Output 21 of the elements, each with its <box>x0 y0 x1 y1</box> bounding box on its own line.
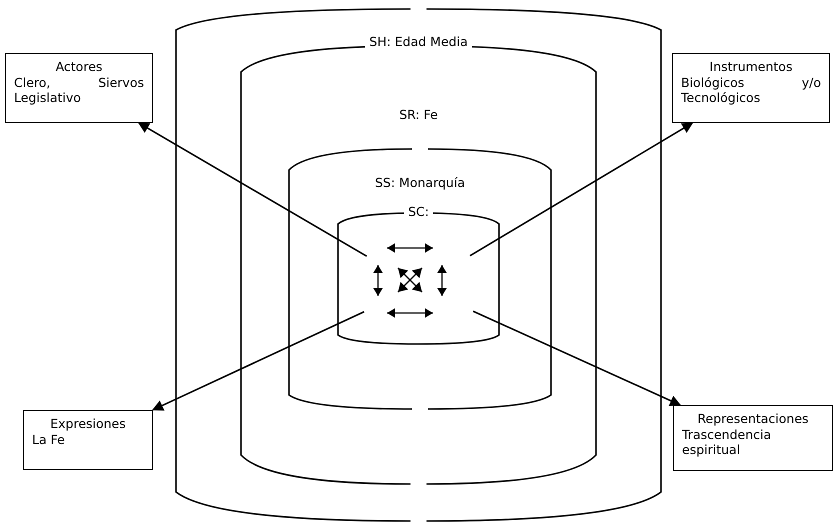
card-heading: Instrumentos <box>708 59 794 75</box>
text-card <box>5 53 153 123</box>
arrow <box>152 311 364 411</box>
card-heading: Actores <box>54 59 104 75</box>
cylinder-layer <box>288 148 552 410</box>
cylinder-layer <box>240 45 597 485</box>
card-heading: Expresiones <box>49 416 127 432</box>
layer-title: SH: Edad Media <box>365 34 472 49</box>
text-card <box>673 405 833 471</box>
text-card <box>672 53 830 123</box>
cylinder-layer <box>175 8 662 522</box>
arrow <box>472 310 682 406</box>
text-card <box>23 410 153 470</box>
arrow <box>138 122 368 257</box>
card-text: Biológicos y/o Tecnológicos <box>681 74 821 106</box>
card-text: Clero, Siervos Legislativo <box>14 74 144 106</box>
card-text: La Fe <box>32 432 66 448</box>
card-heading: Representaciones <box>696 411 810 427</box>
arrow <box>470 122 694 256</box>
card-text: Trascendencia espiritual <box>682 426 772 458</box>
layer-title: SC: <box>404 204 433 219</box>
